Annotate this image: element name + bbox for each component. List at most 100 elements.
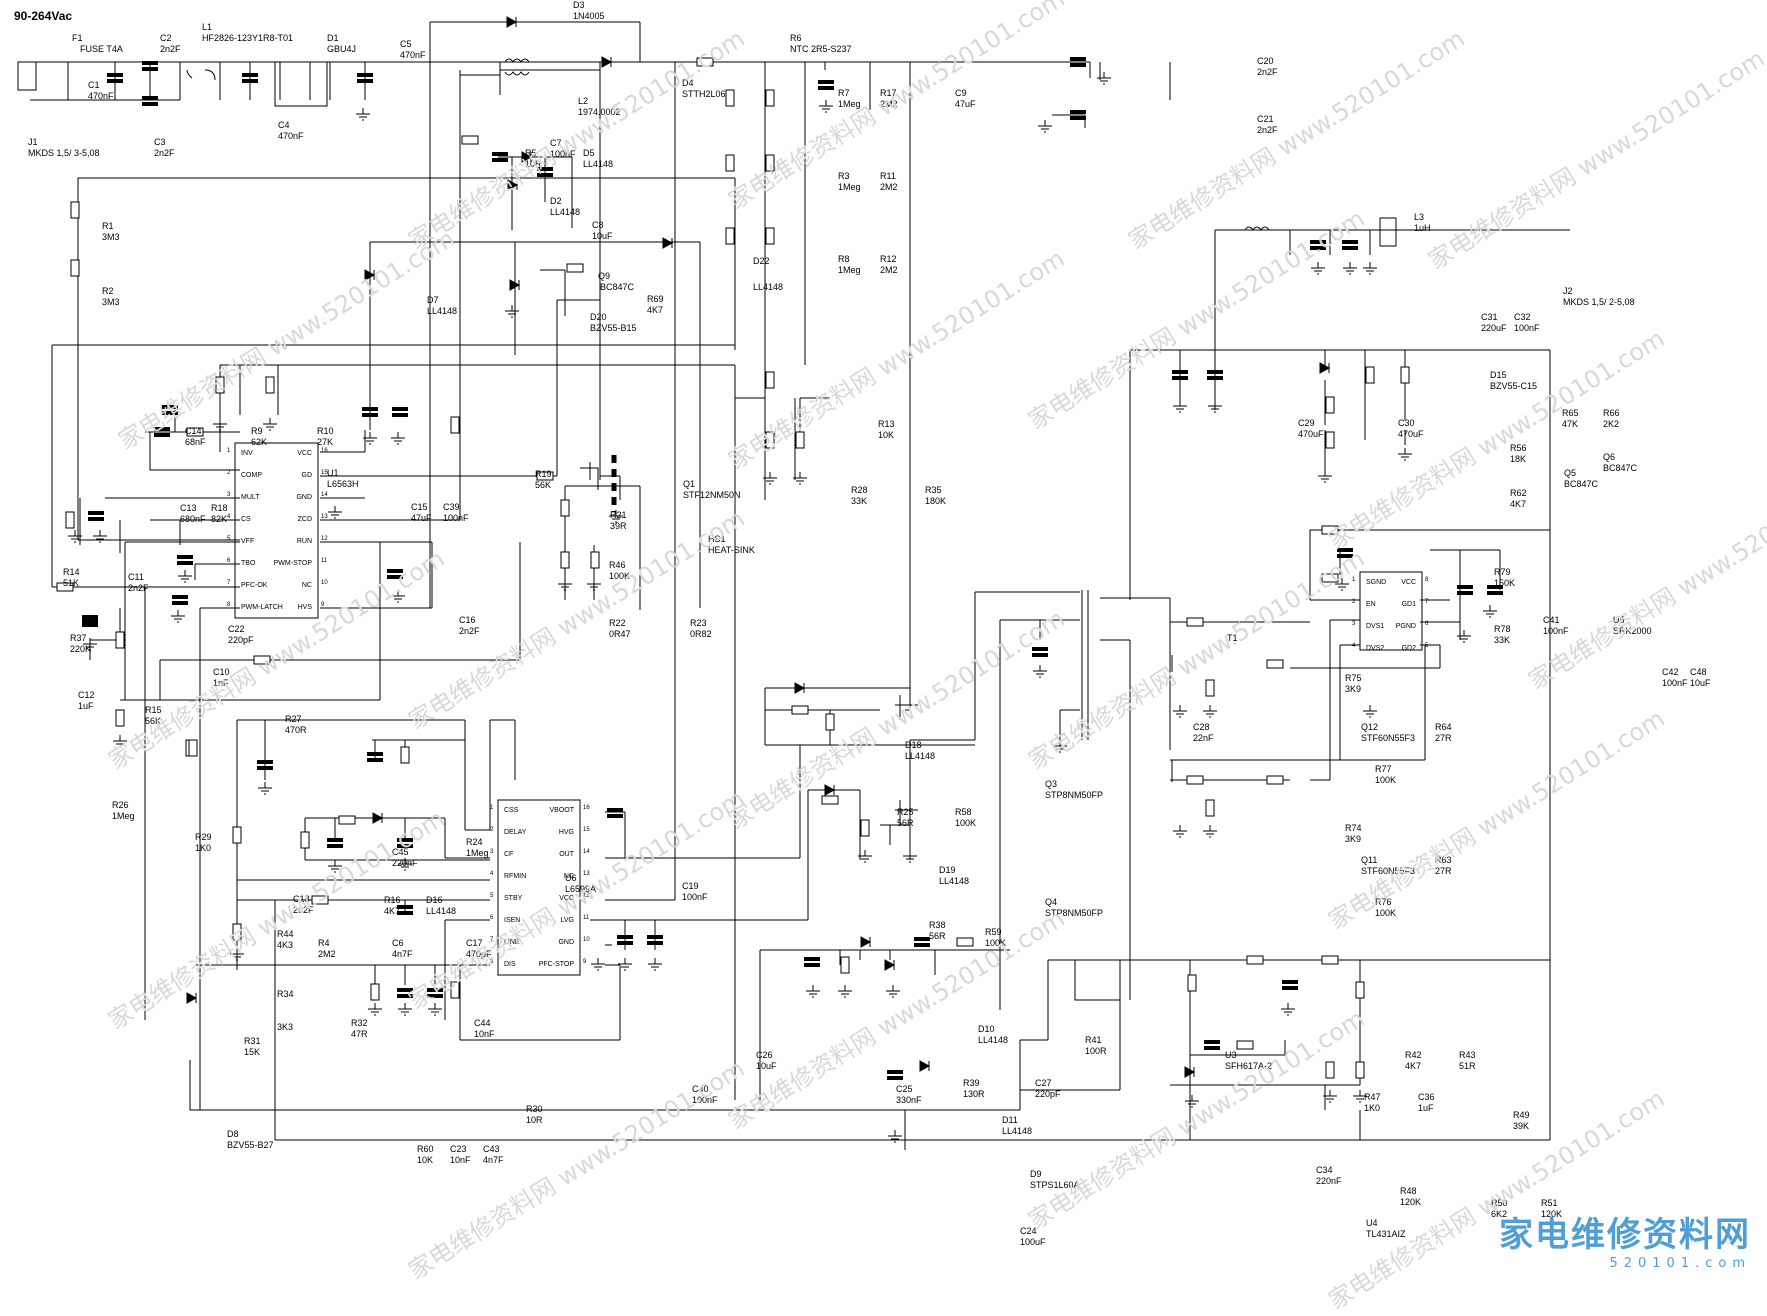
component-label-174: 1Meg — [112, 811, 135, 821]
component-label-92: C30 — [1398, 418, 1415, 428]
component-label-90: C29 — [1298, 418, 1315, 428]
component-label-233: U3 — [1225, 1050, 1237, 1060]
component-label-136: R23 — [690, 618, 707, 628]
u1-pin-number-4: 5 — [227, 536, 231, 542]
component-label-209: R38 — [929, 920, 946, 930]
u6-pin-name-5: ISEN — [504, 917, 520, 924]
component-label-150: 1nF — [213, 678, 229, 688]
l3-inductor — [1244, 226, 1270, 231]
resistor-48 — [232, 923, 242, 941]
u1-pin-number-6: 7 — [227, 580, 231, 586]
component-label-3: 2n2F — [160, 44, 181, 54]
component-label-4: L1 — [202, 22, 212, 32]
u1-pin-name-4: VFF — [241, 538, 254, 545]
component-label-116: C15 — [411, 502, 428, 512]
ground-symbol-45 — [368, 1003, 382, 1016]
resistor-42 — [860, 819, 870, 837]
ground-symbol-3 — [819, 100, 833, 113]
diode-1 — [601, 56, 613, 68]
component-label-28: D4 — [682, 78, 694, 88]
resistor-50 — [370, 983, 380, 1001]
ground-symbol-53 — [886, 985, 900, 998]
component-label-167: R64 — [1435, 722, 1452, 732]
brand-name: 家电维修资料网 — [1499, 1215, 1751, 1255]
component-label-159: C48 — [1690, 667, 1707, 677]
u1-pin-number-12: 12 — [321, 536, 328, 542]
component-label-14: C20 — [1257, 56, 1274, 66]
component-label-191: R63 — [1435, 855, 1452, 865]
component-label-47: 1Meg — [838, 182, 861, 192]
ground-symbol-46 — [398, 1003, 412, 1016]
diode-7 — [1319, 362, 1331, 374]
component-label-89: 2K2 — [1603, 419, 1619, 429]
component-label-259: R60 — [417, 1144, 434, 1154]
component-label-16: C21 — [1257, 114, 1274, 124]
components — [17, 16, 1503, 1143]
resistor-41 — [821, 795, 839, 805]
component-label-29: STTH2L06 — [682, 89, 726, 99]
component-label-214: 2M2 — [318, 949, 336, 959]
resistor-35 — [1205, 679, 1215, 697]
component-label-196: L6599A — [565, 884, 596, 894]
component-label-216: 4n7F — [392, 949, 413, 959]
component-label-8: C5 — [400, 39, 412, 49]
component-label-108: Q5 — [1564, 468, 1576, 478]
component-label-266: BZV55-B27 — [227, 1140, 274, 1150]
component-label-62: R2 — [102, 286, 114, 296]
ground-symbol-32 — [1033, 665, 1047, 678]
u5-pin-name-7: GD2 — [1402, 645, 1417, 652]
ground-symbol-49 — [618, 958, 632, 971]
ground-symbol-7 — [1363, 262, 1377, 275]
capacitor-30 — [397, 838, 413, 848]
capacitor-15 — [154, 427, 170, 437]
component-label-12: R6 — [790, 33, 802, 43]
component-label-23: 2n2F — [154, 148, 175, 158]
u1-pin-name-13: PWM-STOP — [274, 560, 313, 567]
u1-pin-name-11: ZCD — [298, 516, 312, 523]
component-label-243: C25 — [896, 1084, 913, 1094]
component-label-161: R75 — [1345, 673, 1362, 683]
component-label-69: BZV55-B15 — [590, 323, 637, 333]
resistor-28 — [1325, 431, 1335, 449]
component-label-141: 100nF — [1543, 626, 1569, 636]
component-label-229: D10 — [978, 1024, 995, 1034]
component-label-280: 100uF — [1020, 1237, 1046, 1247]
component-label-218: 470pF — [466, 949, 492, 959]
component-label-220: 100K — [985, 938, 1006, 948]
component-label-148: T1 — [1227, 633, 1238, 643]
ground-symbol-39 — [858, 850, 872, 863]
component-label-221: R34 — [277, 989, 294, 999]
u6-pin-name-8: VBOOT — [549, 807, 574, 814]
component-label-88: R66 — [1603, 408, 1620, 418]
capacitor-38 — [914, 937, 930, 947]
component-label-256: 39K — [1513, 1121, 1529, 1131]
capacitor-10 — [1310, 240, 1326, 250]
resistor-3 — [765, 89, 775, 107]
component-label-197: C18 — [293, 894, 310, 904]
resistor-18 — [265, 376, 275, 394]
component-label-103: STF12NM50N — [683, 490, 741, 500]
u6-pin-name-0: CSS — [504, 807, 519, 814]
component-label-192: 27R — [1435, 866, 1452, 876]
capacitor-0 — [142, 61, 158, 71]
resistor-39 — [791, 705, 809, 715]
component-label-75: MKDS 1,5/ 2-5,08 — [1563, 297, 1635, 307]
component-label-223: 47R — [351, 1029, 368, 1039]
u6-pin-number-5: 6 — [490, 915, 494, 921]
capacitor-16 — [362, 407, 378, 417]
component-label-253: C36 — [1418, 1092, 1435, 1102]
component-label-59: 2M2 — [880, 265, 898, 275]
u6-pin-name-7: DIS — [504, 961, 516, 968]
component-label-95: 18K — [1510, 454, 1526, 464]
component-label-73: 100nF — [1514, 323, 1540, 333]
component-label-203: D16 — [426, 895, 443, 905]
capacitor-35 — [397, 988, 413, 998]
capacitor-33 — [617, 935, 633, 945]
component-label-13: NTC 2R5-S237 — [790, 44, 852, 54]
ground-symbol-14 — [363, 432, 377, 445]
component-label-168: 27R — [1435, 733, 1452, 743]
capacitor-4 — [357, 73, 373, 83]
capacitor-20 — [387, 569, 403, 579]
